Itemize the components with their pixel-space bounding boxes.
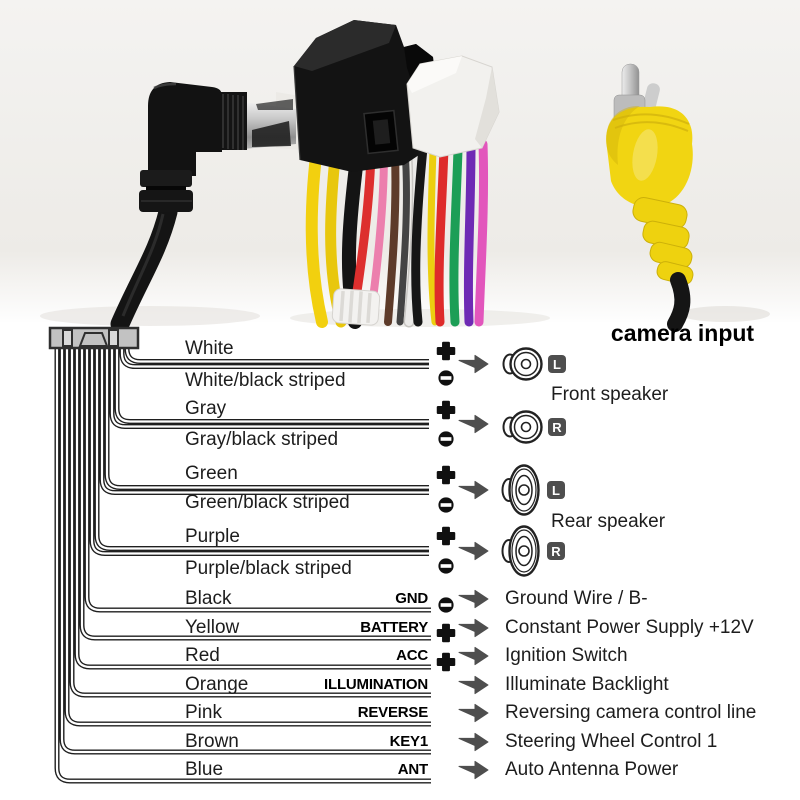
arrow-icon [458, 354, 489, 374]
camera-input-caption: camera input [610, 320, 755, 346]
wire-label-red: Red [185, 645, 220, 666]
function-ignition-switch: Ignition Switch [505, 645, 628, 666]
function-reversing-camera: Reversing camera control line [505, 702, 757, 723]
arrow-icon [458, 618, 489, 638]
arrow-icon [458, 703, 489, 723]
arrow-icon [458, 541, 489, 561]
plus-icon [436, 341, 456, 361]
front-right-speaker-icon [502, 410, 543, 444]
wiring-diagram [48, 326, 543, 784]
terminal-label-battery: BATTERY [360, 619, 428, 636]
rear-left-speaker-icon [501, 464, 540, 516]
plus-icon [436, 623, 456, 643]
white-connector-illustration [406, 55, 500, 158]
function-ground-wire: Ground Wire / B- [505, 588, 648, 609]
wire-label-orange: Orange [185, 674, 249, 695]
arrow-icon [458, 732, 489, 752]
arrow-icon [458, 480, 489, 500]
wire-label-gray-black: Gray/black striped [185, 429, 339, 450]
arrow-icon [458, 414, 489, 434]
head-unit-connector-drawing [48, 326, 140, 350]
terminal-label-gnd: GND [395, 590, 428, 607]
product-photo [0, 0, 800, 334]
wire-label-green: Green [185, 463, 238, 484]
minus-icon [438, 497, 454, 513]
front-left-speaker-icon [502, 347, 543, 381]
wire-label-pink: Pink [185, 702, 222, 723]
function-constant-power: Constant Power Supply +12V [505, 617, 754, 638]
front-speaker-caption: Front speaker [551, 384, 669, 405]
rca-plug-illustration [606, 63, 694, 332]
channel-badge-front-left: L [548, 355, 566, 373]
channel-badge-rear-left: L [547, 481, 565, 499]
arrow-icon [458, 646, 489, 666]
arrow-icon [458, 675, 489, 695]
arrow-icon [458, 589, 489, 609]
minus-icon [438, 431, 454, 447]
function-steering-wheel: Steering Wheel Control 1 [505, 731, 718, 752]
rear-speaker-caption: Rear speaker [551, 511, 666, 532]
wire-label-purple: Purple [185, 526, 240, 547]
channel-badge-front-right: R [548, 418, 566, 436]
wire-label-purple-black: Purple/black striped [185, 558, 352, 579]
wire-label-gray: Gray [185, 398, 227, 419]
plus-icon [436, 400, 456, 420]
minus-icon [438, 597, 454, 613]
white-connector-wires [411, 139, 489, 327]
plus-icon [436, 465, 456, 485]
wire-label-black: Black [185, 588, 232, 609]
wire-label-yellow: Yellow [185, 617, 240, 638]
wire-label-white-black: White/black striped [185, 370, 346, 391]
channel-badge-rear-right: R [547, 542, 565, 560]
harness-sleeve [331, 288, 381, 326]
terminal-label-acc: ACC [396, 647, 428, 664]
terminal-label-key1: KEY1 [389, 733, 429, 750]
antenna-plug-illustration [110, 82, 300, 334]
arrow-icon [458, 760, 489, 780]
wire-label-green-black: Green/black striped [185, 492, 350, 513]
rear-right-speaker-icon [501, 525, 540, 577]
function-illuminate-backlight: Illuminate Backlight [505, 674, 669, 695]
minus-icon [438, 558, 454, 574]
minus-icon [438, 370, 454, 386]
wire-label-brown: Brown [185, 731, 239, 752]
terminal-label-ant: ANT [397, 761, 428, 778]
wire-label-blue: Blue [185, 759, 224, 780]
plus-icon [436, 652, 456, 672]
wire-label-white: White [185, 338, 234, 359]
terminal-label-reverse: REVERSE [357, 704, 428, 721]
terminal-label-illumination: ILLUMINATION [324, 676, 428, 693]
plus-icon [436, 526, 456, 546]
function-auto-antenna: Auto Antenna Power [505, 759, 679, 780]
